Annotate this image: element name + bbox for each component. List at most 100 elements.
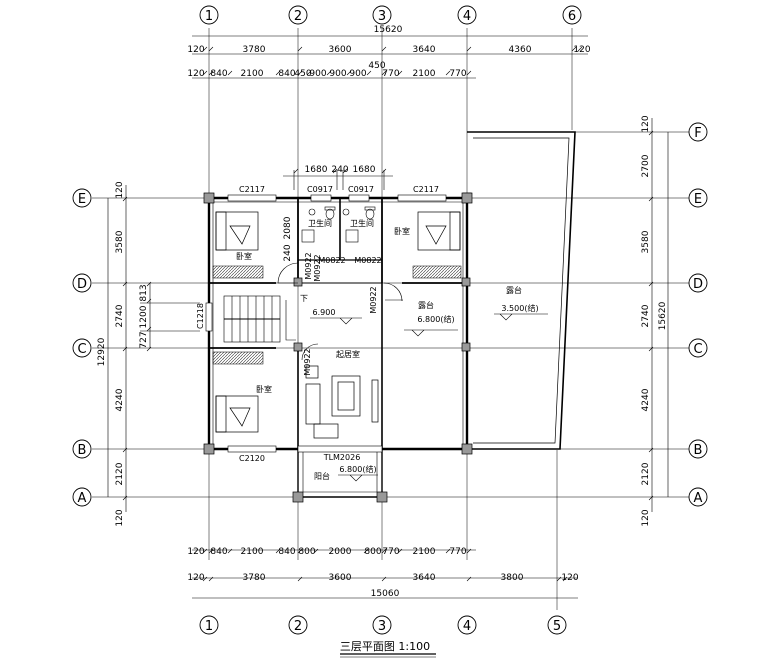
door-label: M0822 [354,256,381,265]
axis-label-left: B [78,443,87,458]
drawing-title-text: 三层平面图 1:100 [340,640,430,653]
right-dimensions [648,118,669,512]
drawing-title: 三层平面图 1:100 [340,640,436,658]
window-label: C2120 [239,454,265,463]
room-label: 卧室 [256,384,272,394]
dim: 770 [449,547,466,557]
window-label: C2117 [239,185,265,194]
room-label: 卧室 [236,251,252,261]
dim: 1680 [353,165,376,175]
bottom-dim-text: 120 840 2100 840 800 2000 800 770 2100 7… [187,547,578,599]
dim: 120 [187,573,204,583]
axis-label-left: E [78,192,86,207]
axis-label-top: 6 [568,9,576,24]
right-total-dim: 15620 [658,301,668,330]
dim: 2100 [241,547,264,557]
dim: 12920 [97,337,107,366]
dim: 120 [187,69,204,79]
room-label: 卫生间 [350,218,374,228]
dim: 3640 [413,573,436,583]
door-label: TLM2026 [323,453,361,462]
axis-label-right: B [694,443,703,458]
dim: 4360 [509,45,532,55]
columns [203,192,473,503]
axis-label-left: A [78,491,87,506]
door-label: M0922 [304,252,313,279]
dim: 840 [210,547,227,557]
dim: 813 [139,284,149,301]
dim: 1680 [305,165,328,175]
room-label: 卫生间 [308,218,332,228]
living-furniture [305,365,379,439]
dim: 240 [331,165,348,175]
dim: 2100 [241,69,264,79]
level-label: 6.800(结) [417,314,454,324]
window-label: C2117 [413,185,439,194]
dim: 900 [349,69,366,79]
dim: 900 [329,69,346,79]
axis-label-top: 2 [294,9,302,24]
closets [212,265,462,365]
window-label: C1218 [196,303,205,329]
axis-label-bottom: 1 [205,619,213,634]
axis-label-right: E [694,192,702,207]
dim: 450 [294,69,311,79]
dim: 2080 [283,216,293,239]
axis-label-top: 3 [378,9,386,24]
dim: 4240 [641,388,651,411]
axis-bubble-labels: 1 2 3 4 6 1 2 3 4 5 E D C B A F E D C B … [77,9,703,634]
dim: 2740 [115,304,125,327]
dim: 2700 [641,154,651,177]
axis-label-bottom: 5 [553,619,561,634]
level-label: 6.900 [313,308,336,317]
axis-label-top: 4 [463,9,471,24]
dim: 3800 [501,573,524,583]
bottom-total-dim: 15060 [371,589,400,599]
dim: 3600 [329,45,352,55]
dim: 2000 [329,547,352,557]
dim: 2120 [115,462,125,485]
axis-label-bottom: 4 [463,619,471,634]
level-label: 3.500(结) [501,303,538,313]
level-markers [310,313,548,482]
window-label: C0917 [307,185,333,194]
axis-label-right: D [693,277,703,292]
beds [215,211,461,433]
door-label: M0922 [369,286,378,313]
dim: 840 [278,69,295,79]
bottom-dimensions [192,548,578,599]
dim: 120 [187,45,204,55]
room-label: 露台 [418,300,434,310]
dim: 240 [283,244,293,261]
staircase [223,295,296,343]
room-label: 卧室 [394,226,410,236]
axis-bubbles [72,5,708,635]
dim: 770 [382,69,399,79]
dim: 4240 [115,388,125,411]
axis-label-top: 1 [205,9,213,24]
dim: 840 [210,69,227,79]
level-label: 6.800(结) [339,464,376,474]
right-dim-text: 120 2700 3580 2740 4240 2120 120 15620 [641,115,668,526]
dim: 3780 [243,45,266,55]
dim: 120 [573,45,590,55]
dim: 3600 [329,573,352,583]
dim: 120 [115,181,125,198]
axis-label-right: F [694,126,701,141]
axis-label-right: A [694,491,703,506]
dim: 800 [298,547,315,557]
top-dim-text: 15620 120 3780 3600 3640 4360 120 120 84… [187,25,590,175]
dim: 770 [449,69,466,79]
dim: 450 [368,61,385,71]
windows [205,194,447,453]
window-label: C0917 [348,185,374,194]
top-total-dim: 15620 [374,25,403,35]
dim: 3780 [243,573,266,583]
door-label: M0922 [303,348,312,375]
dim: 2740 [641,304,651,327]
dim: 120 [187,547,204,557]
left-dim-text: 120 3580 12920 2740 4240 2120 120 813 12… [97,181,149,526]
dim: 840 [278,547,295,557]
axis-label-bottom: 2 [294,619,302,634]
dim: 900 [309,69,326,79]
